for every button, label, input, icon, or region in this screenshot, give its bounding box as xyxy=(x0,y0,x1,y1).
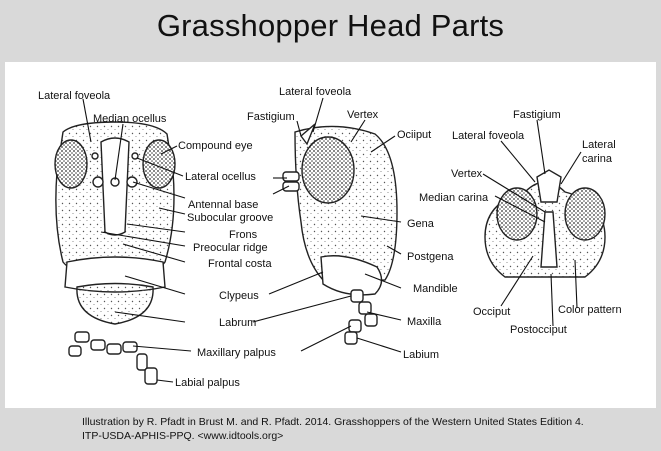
label-preocular-ridge: Preocular ridge xyxy=(193,242,268,254)
mandible-shape xyxy=(320,255,383,296)
page-title: Grasshopper Head Parts xyxy=(156,8,505,43)
label-top-fastigium: Fastigium xyxy=(513,109,561,121)
label-lateral-carina-line1: Lateral xyxy=(582,139,616,151)
label-front-lateral-foveola: Lateral foveola xyxy=(38,90,111,102)
image-caption: Illustration by R. Pfadt in Brust M. and… xyxy=(82,415,642,443)
label-lateral-carina-line2: carina xyxy=(582,153,613,165)
top-view-labels: Fastigium Lateral foveola Lateral carina… xyxy=(419,109,622,336)
front-view-labels: Lateral foveola Median ocellus Compound … xyxy=(38,90,276,389)
label-labrum: Labrum xyxy=(219,317,256,329)
head-diagram: Lateral foveola Median ocellus Compound … xyxy=(38,86,622,389)
label-maxillary-palpus: Maxillary palpus xyxy=(197,347,276,359)
label-fastigium: Fastigium xyxy=(247,111,295,123)
label-labium: Labium xyxy=(403,349,439,361)
maxilla-shape xyxy=(344,289,378,345)
label-occiput: Occiput xyxy=(473,306,510,318)
label-frons: Frons xyxy=(229,229,258,241)
leader-lines xyxy=(82,97,582,383)
label-color-pattern: Color pattern xyxy=(558,304,622,316)
label-clypeus: Clypeus xyxy=(219,290,259,302)
label-median-ocellus: Median ocellus xyxy=(93,113,167,125)
compound-eye-left xyxy=(54,139,88,189)
label-side-lateral-foveola: Lateral foveola xyxy=(279,86,352,98)
label-gena: Gena xyxy=(407,218,435,230)
label-vertex: Vertex xyxy=(347,109,379,121)
caption-line-2: ITP-USDA-APHIS-PPQ. <www.idtools.org> xyxy=(82,430,284,442)
front-view-head xyxy=(54,121,176,385)
side-view-labels: Lateral foveola Fastigium Vertex Ociiput… xyxy=(247,86,458,361)
side-compound-eye xyxy=(301,136,355,204)
label-ociput: Ociiput xyxy=(397,129,431,141)
label-labial-palpus: Labial palpus xyxy=(175,377,240,389)
illustration-panel: Lateral foveola Median ocellus Compound … xyxy=(5,62,656,408)
maxillary-palpus-shape xyxy=(68,331,158,385)
label-mandible: Mandible xyxy=(413,283,458,295)
caption-line-1: Illustration by R. Pfadt in Brust M. and… xyxy=(82,416,584,428)
label-compound-eye: Compound eye xyxy=(178,140,253,152)
label-median-carina: Median carina xyxy=(419,192,489,204)
label-top-vertex: Vertex xyxy=(451,168,483,180)
label-postgena: Postgena xyxy=(407,251,454,263)
top-view-head xyxy=(484,169,606,278)
label-lateral-ocellus: Lateral ocellus xyxy=(185,171,256,183)
side-view-head xyxy=(282,123,398,345)
compound-eye-right xyxy=(142,139,176,189)
label-top-lateral-foveola: Lateral foveola xyxy=(452,130,525,142)
label-maxilla: Maxilla xyxy=(407,316,442,328)
labrum-shape xyxy=(76,282,154,325)
label-postocciput: Postocciput xyxy=(510,324,567,336)
label-subocular-groove: Subocular groove xyxy=(187,212,273,224)
label-antennal-base: Antennal base xyxy=(188,199,258,211)
label-frontal-costa: Frontal costa xyxy=(208,258,272,270)
